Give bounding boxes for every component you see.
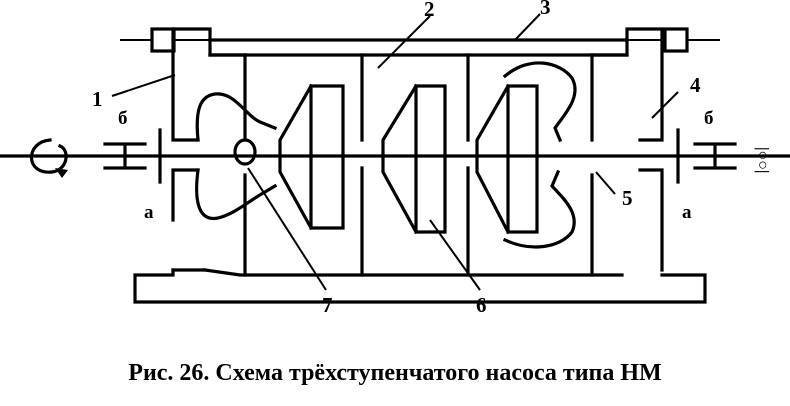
rotation-direction-symbol: |○○| (754, 147, 771, 173)
label-4: 4 (690, 73, 701, 97)
right-bearing (676, 128, 737, 184)
label-b-left: б (118, 108, 128, 129)
impeller-stage-1 (278, 83, 345, 231)
pump-base (133, 268, 707, 304)
label-7: 7 (322, 293, 333, 317)
leader-lines (111, 13, 679, 291)
tie-rod (120, 27, 720, 57)
impeller-stage-3 (475, 83, 539, 235)
label-a-right: а (682, 202, 692, 223)
label-5: 5 (622, 186, 633, 210)
label-3: 3 (540, 0, 551, 19)
impeller-stage-2 (381, 83, 447, 235)
outlet-channel (502, 61, 577, 249)
label-2: 2 (424, 0, 435, 21)
figure-caption: Рис. 26. Схема трёхступенчатого насоса т… (128, 360, 662, 386)
label-b-right: б (704, 108, 714, 129)
left-bearing (103, 128, 162, 184)
rotation-arrow-icon (29, 138, 68, 178)
label-1: 1 (92, 87, 103, 111)
label-a-left: а (144, 202, 154, 223)
right-end-cover (590, 27, 664, 272)
label-6: 6 (476, 293, 487, 317)
inlet-channel (195, 92, 278, 220)
stage-partitions (243, 53, 594, 277)
left-end-cover (171, 27, 247, 222)
